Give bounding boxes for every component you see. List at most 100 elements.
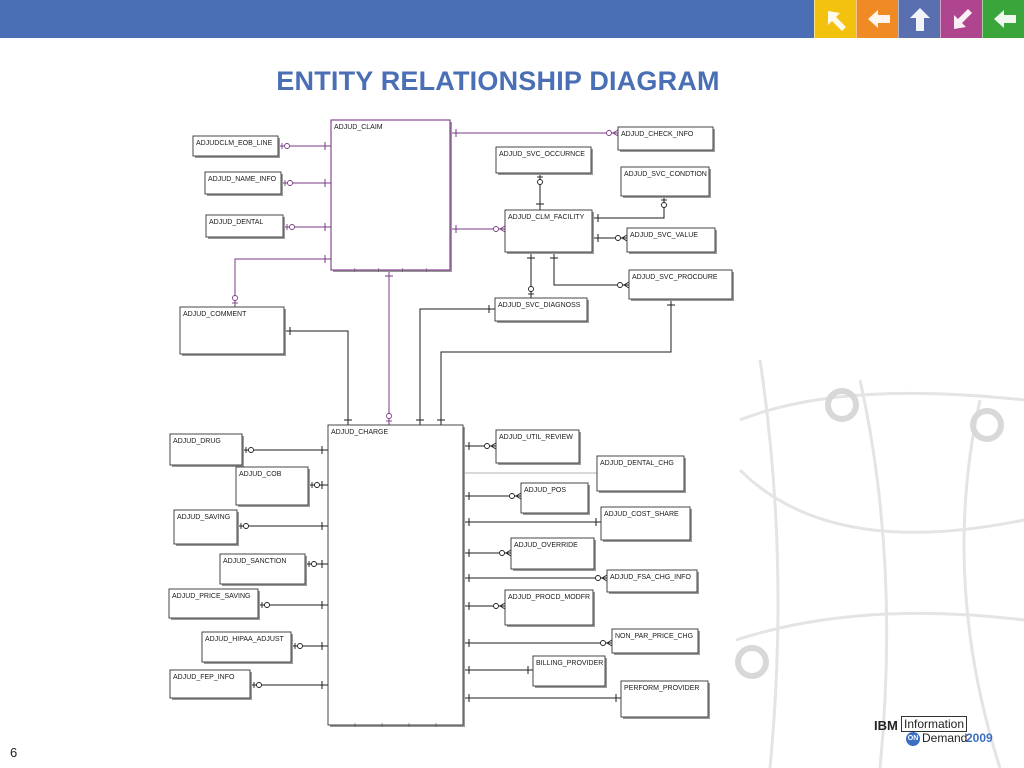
entity-label: PERFORM_PROVIDER [624, 685, 699, 692]
entity-adjud-cost-share[interactable]: ADJUD_COST_SHARE [600, 506, 692, 542]
relationship-adjud-claim-to-adjud-comment [232, 255, 331, 307]
entity-adjudclm-eob-line[interactable]: ADJUDCLM_EOB_LINE [192, 135, 280, 158]
relationship-adjud-charge-to-perform-provider [463, 694, 621, 702]
entity-boxes: ADJUD_CLAIM ADJUDCLM_EOB_LINE ADJUD_NAME_I… [168, 119, 734, 727]
nav-button-1[interactable] [814, 0, 856, 38]
entity-adjud-drug[interactable]: ADJUD_DRUG [169, 433, 244, 467]
relationship-adjud-charge-to-adjud-sanction [305, 560, 328, 568]
relationship-adjud-charge-to-adjud-cob [308, 481, 328, 489]
relationship-adjud-claim-to-adjud-charge [385, 270, 393, 425]
relationship-adjud-charge-to-adjud-util-review [463, 442, 497, 450]
entity-adjud-pos[interactable]: ADJUD_POS [520, 482, 590, 515]
entity-adjud-override[interactable]: ADJUD_OVERRIDE [510, 537, 596, 571]
entity-adjud-cob[interactable]: ADJUD_COB [235, 466, 310, 507]
entity-label: ADJUD_PROCD_MODFR [508, 594, 590, 601]
relationship-adjud-charge-to-adjud-pos [463, 492, 522, 500]
entity-adjud-charge[interactable]: ADJUD_CHARGE [327, 424, 465, 727]
relationship-adjud-comment-to-adjud-charge [284, 327, 352, 425]
entity-label: ADJUD_DRUG [173, 438, 221, 445]
page-number: 6 [10, 745, 18, 760]
entity-label: ADJUD_FSA_CHG_INFO [610, 574, 691, 581]
entity-adjud-procd-modfr[interactable]: ADJUD_PROCD_MODFR [504, 589, 595, 627]
entity-label: ADJUD_POS [524, 487, 566, 494]
entity-adjud-fsa-chg-info[interactable]: ADJUD_FSA_CHG_INFO [606, 569, 699, 594]
entity-adjud-svc-diagnoss[interactable]: ADJUD_SVC_DIAGNOSS [494, 297, 589, 323]
entity-adjud-svc-value[interactable]: ADJUD_SVC_VALUE [626, 227, 717, 254]
entity-adjud-saving[interactable]: ADJUD_SAVING [173, 509, 239, 546]
entity-label: ADJUD_SVC_OCCURNCE [499, 151, 585, 158]
entity-adjud-util-review[interactable]: ADJUD_UTIL_REVIEW [495, 429, 581, 465]
logo-line1: Information [901, 716, 968, 732]
entity-label: ADJUD_COST_SHARE [604, 511, 679, 518]
entity-adjud-fep-info[interactable]: ADJUD_FEP_INFO [169, 669, 252, 700]
entity-label: ADJUD_COMMENT [183, 311, 247, 318]
nav-button-4[interactable] [940, 0, 982, 38]
entity-adjud-dental-chg[interactable]: ADJUD_DENTAL_CHG [596, 455, 686, 493]
entity-label: ADJUD_PRICE_SAVING [172, 593, 250, 600]
relationship-adjud-claim-to-adjudclm-eob-line [278, 142, 331, 150]
relationship-adjud-charge-to-adjud-price-saving [258, 601, 328, 609]
entity-adjud-dental[interactable]: ADJUD_DENTAL [205, 214, 285, 239]
entity-adjud-comment[interactable]: ADJUD_COMMENT [179, 306, 286, 356]
entity-label: ADJUD_UTIL_REVIEW [499, 434, 573, 441]
entity-adjud-clm-facility[interactable]: ADJUD_CLM_FACILITY [504, 209, 594, 254]
entity-non-par-price-chg[interactable]: NON_PAR_PRICE_CHG [611, 628, 700, 655]
entity-label: ADJUD_CLAIM [334, 124, 383, 131]
entity-adjud-price-saving[interactable]: ADJUD_PRICE_SAVING [168, 588, 260, 620]
entity-label: ADJUD_OVERRIDE [514, 542, 578, 549]
relationship-adjud-clm-facility-to-adjud-svc-value [592, 234, 628, 242]
relationship-adjud-clm-facility-to-adjud-svc-occurnce [536, 173, 544, 210]
logo-year: 2009 [966, 731, 993, 745]
nav-button-3[interactable] [898, 0, 940, 38]
nav-button-2[interactable] [856, 0, 898, 38]
arrow-down-left-icon [953, 9, 972, 29]
logo-line2: Demand [922, 731, 968, 745]
globe-background-graphic [735, 359, 1024, 768]
entity-label: ADJUD_CHECK_INFO [621, 131, 694, 138]
entity-label: ADJUD_CHARGE [331, 429, 389, 436]
entity-adjud-sanction[interactable]: ADJUD_SANCTION [219, 553, 307, 586]
relationship-adjud-charge-to-non-par-price-chg [463, 639, 613, 647]
relationship-adjud-charge-to-billing-provider [463, 666, 533, 674]
relationship-adjud-claim-to-adjud-dental [283, 223, 331, 231]
entity-adjud-claim[interactable]: ADJUD_CLAIM [330, 119, 452, 272]
entity-label: ADJUD_SVC_DIAGNOSS [498, 302, 581, 309]
relationship-adjud-charge-to-adjud-fsa-chg-info [463, 574, 608, 582]
entity-label: ADJUD_COB [239, 471, 282, 478]
entity-adjud-hipaa-adjust[interactable]: ADJUD_HIPAA_ADJUST [201, 631, 293, 664]
entity-label: ADJUD_SVC_PROCDURE [632, 274, 718, 281]
nav-button-5[interactable] [982, 0, 1024, 38]
relationship-adjud-charge-to-adjud-override [463, 549, 512, 557]
entity-label: ADJUD_DENTAL [209, 219, 263, 226]
relationship-adjud-charge-to-adjud-cost-share [463, 518, 601, 526]
relationship-adjud-clm-facility-to-adjud-svc-procdure [550, 252, 630, 289]
entity-billing-provider[interactable]: BILLING_PROVIDER [532, 655, 607, 688]
nav-strip [814, 0, 1024, 38]
relationship-adjud-svc-diagnoss-to-adjud-charge [416, 305, 495, 425]
entity-label: ADJUD_SVC_VALUE [630, 232, 698, 239]
relationship-adjud-clm-facility-to-adjud-svc-diagnoss [527, 252, 535, 298]
entity-label: ADJUD_DENTAL_CHG [600, 460, 674, 467]
relationship-adjud-charge-to-adjud-drug [242, 446, 328, 454]
arrow-up-left-icon [827, 11, 846, 31]
entity-adjud-check-info[interactable]: ADJUD_CHECK_INFO [617, 126, 715, 152]
logo-badge: ON [906, 732, 920, 746]
ibm-information-on-demand-logo: IBM Information ON Demand 2009 [874, 716, 1004, 746]
entity-adjud-svc-procdure[interactable]: ADJUD_SVC_PROCDURE [628, 269, 734, 301]
entity-adjud-svc-occurnce[interactable]: ADJUD_SVC_OCCURNCE [495, 146, 593, 175]
entity-label: ADJUD_SVC_CONDTION [624, 171, 707, 178]
relationship-adjud-charge-to-adjud-saving [237, 522, 328, 530]
relationship-adjud-svc-procdure-to-adjud-charge [437, 299, 675, 425]
entity-label: ADJUD_SANCTION [223, 558, 286, 565]
slide-title: ENTITY RELATIONSHIP DIAGRAM [276, 66, 720, 96]
relationship-adjud-charge-to-adjud-fep-info [250, 681, 328, 689]
relationship-adjud-charge-to-adjud-procd-modfr [463, 602, 506, 610]
entity-label: NON_PAR_PRICE_CHG [615, 633, 693, 640]
relationship-lines [232, 129, 675, 702]
entity-adjud-svc-condtion[interactable]: ADJUD_SVC_CONDTION [620, 166, 711, 198]
entity-perform-provider[interactable]: PERFORM_PROVIDER [620, 680, 710, 719]
entity-adjud-name-info[interactable]: ADJUD_NAME_INFO [204, 171, 283, 196]
entity-label: ADJUD_HIPAA_ADJUST [205, 636, 285, 643]
entity-label: ADJUD_SAVING [177, 514, 230, 521]
